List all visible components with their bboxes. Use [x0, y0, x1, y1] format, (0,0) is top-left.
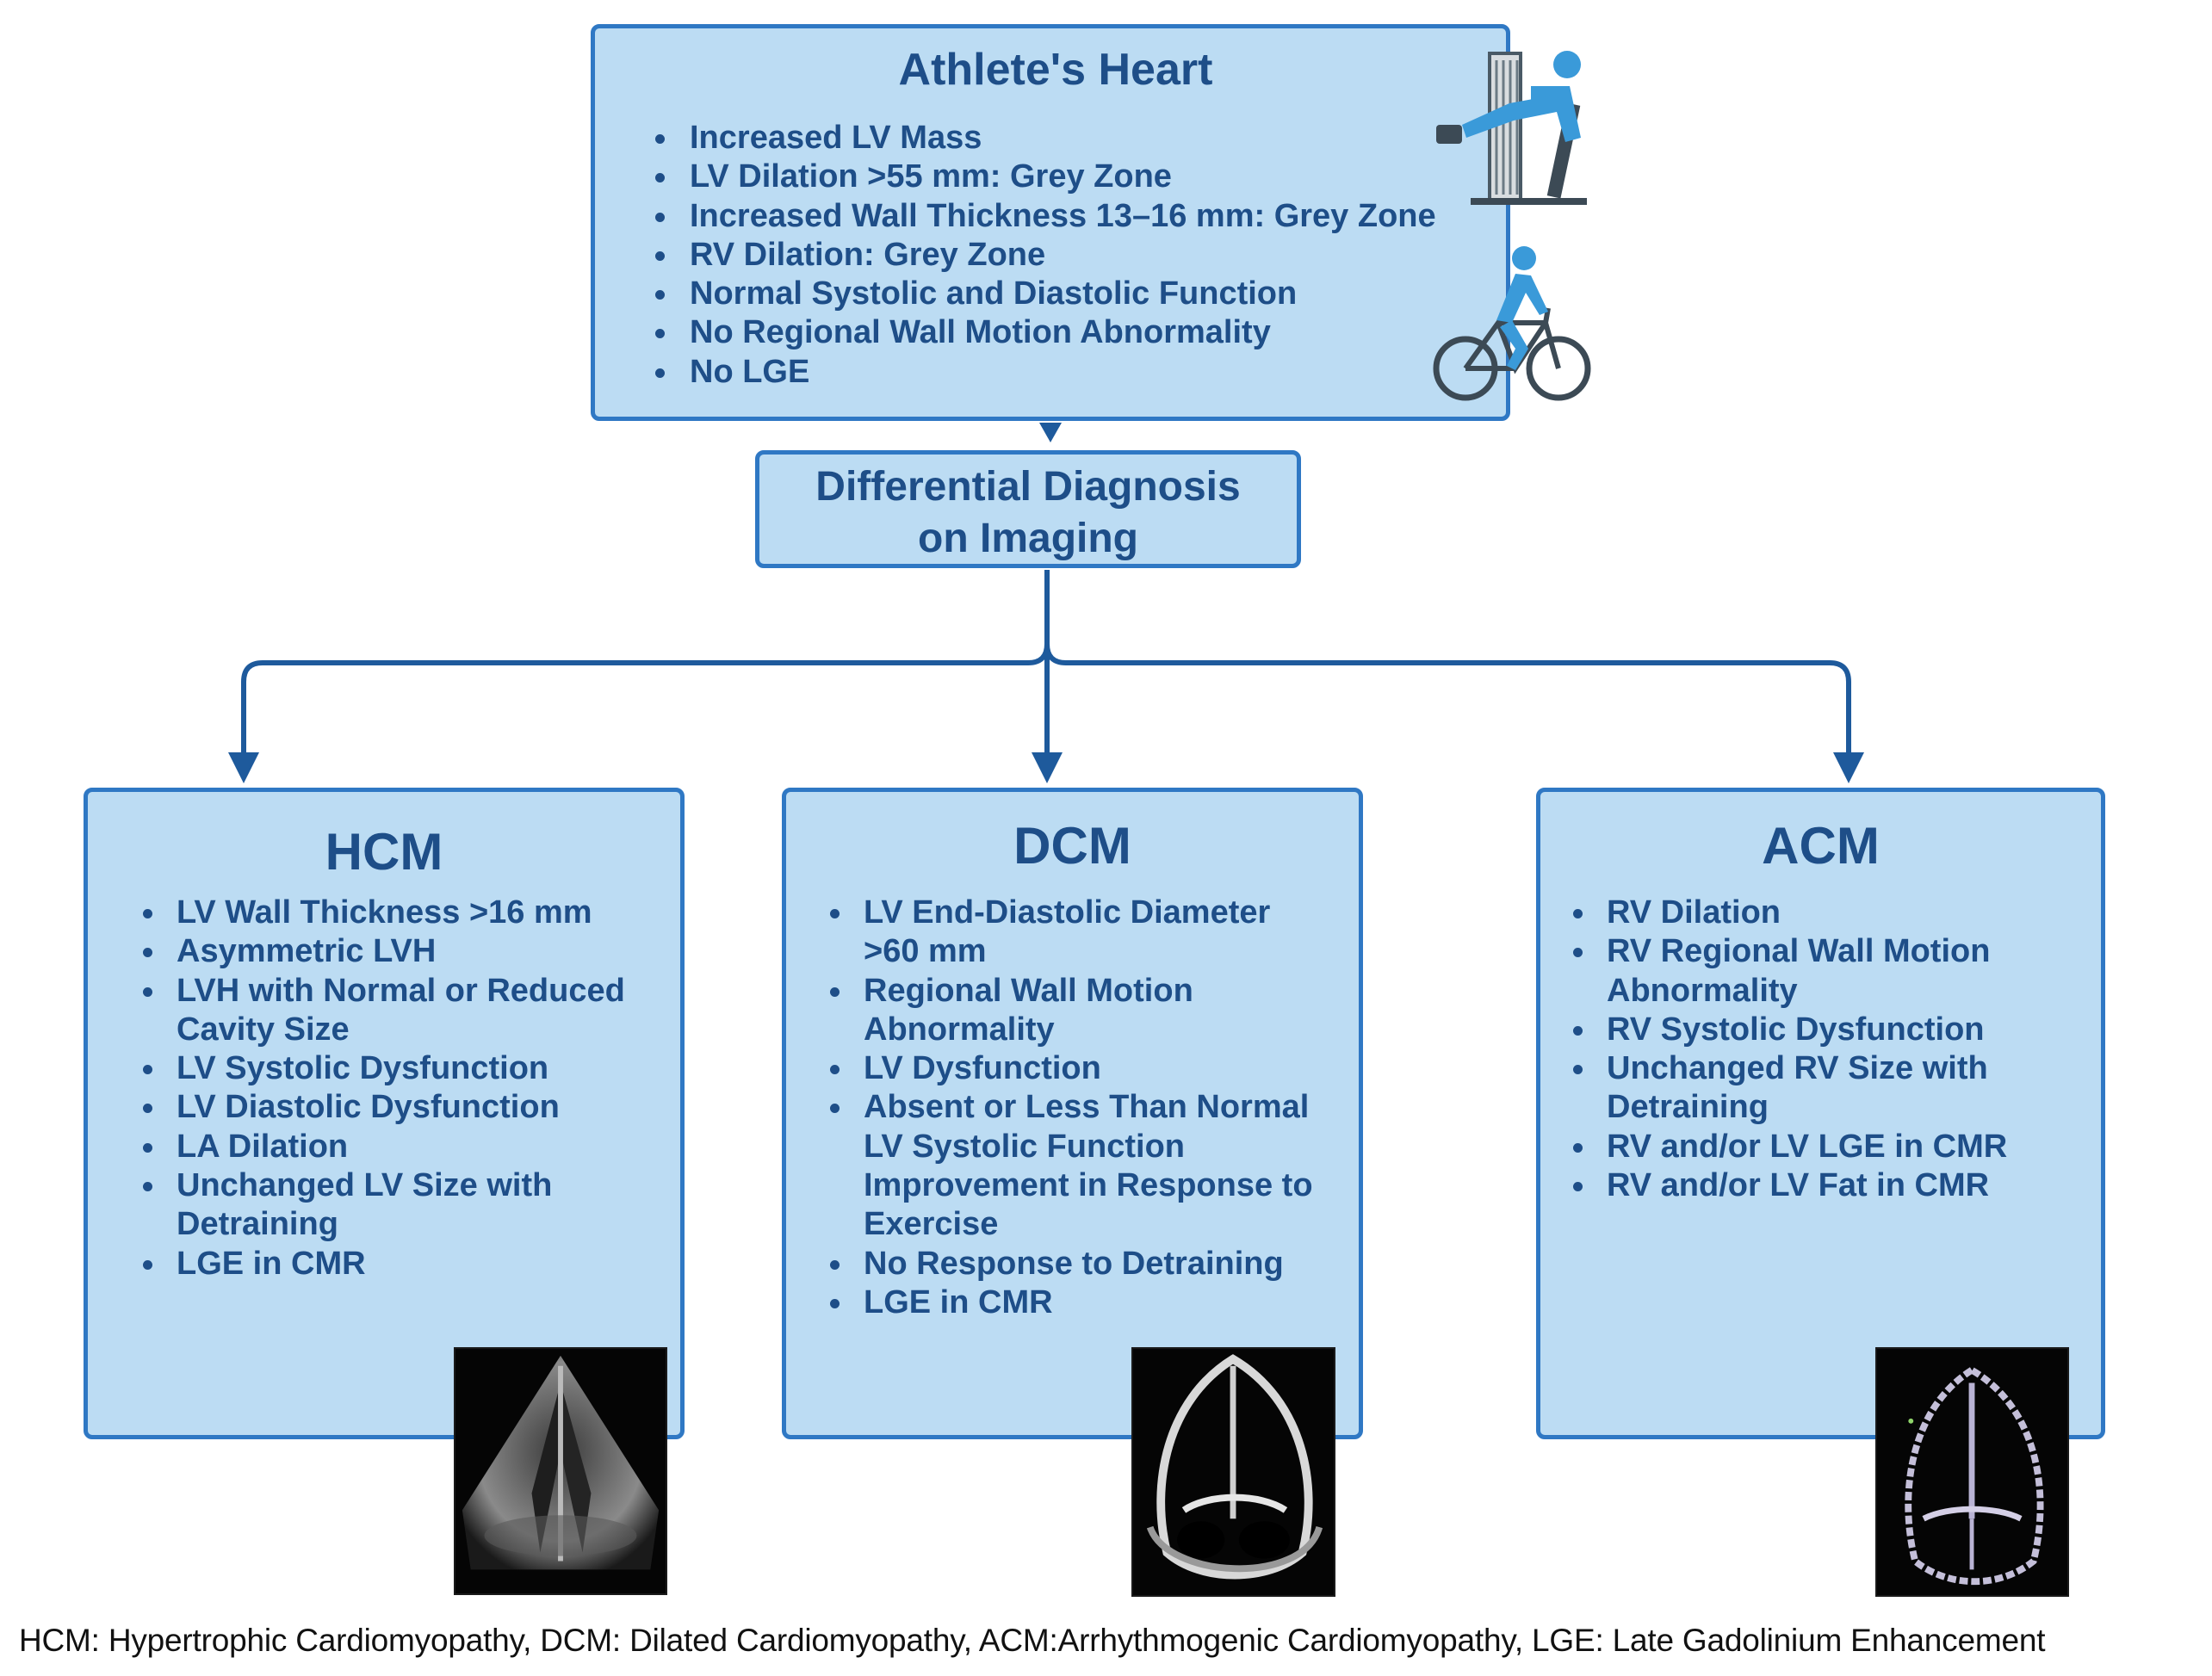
list-item: RV and/or LV LGE in CMR — [1572, 1128, 2007, 1166]
list-item-continuation: Exercise — [864, 1206, 999, 1243]
list-item: RV Regional Wall Motion — [1572, 932, 2007, 971]
list-item: LV Dilation >55 mm: Grey Zone — [655, 158, 1436, 196]
arrow-to-hcm — [228, 752, 259, 783]
list-item: No LGE — [655, 353, 1436, 392]
list-item: LVH with Normal or Reduced — [143, 972, 625, 1011]
acm-title: ACM — [1762, 817, 1880, 875]
arrow-athlete-to-differential — [1039, 423, 1062, 442]
hcm-echocardiogram-image — [454, 1347, 667, 1595]
cyclist-icon — [1433, 246, 1591, 401]
list-item: No Regional Wall Motion Abnormality — [655, 313, 1436, 352]
hcm-list: LV Wall Thickness >16 mm Asymmetric LVH … — [143, 894, 625, 1283]
list-item: LV Wall Thickness >16 mm — [143, 894, 625, 932]
differential-diagnosis-title: Differential Diagnosis on Imaging — [759, 461, 1297, 565]
list-item: Unchanged RV Size with — [1572, 1049, 2007, 1088]
list-item: RV Systolic Dysfunction — [1572, 1011, 2007, 1049]
list-item-continuation: Detraining — [1607, 1089, 1769, 1126]
list-item: Unchanged LV Size with — [143, 1166, 625, 1205]
list-item-continuation: Abnormality — [864, 1011, 1055, 1048]
list-item: RV Dilation — [1572, 894, 2007, 932]
hcm-box: HCM LV Wall Thickness >16 mm Asymmetric … — [84, 788, 685, 1439]
list-item: Increased Wall Thickness 13–16 mm: Grey … — [655, 197, 1436, 236]
list-item: LV Systolic Dysfunction — [143, 1049, 625, 1088]
hcm-title: HCM — [325, 823, 443, 881]
athletes-heart-list: Increased LV Mass LV Dilation >55 mm: Gr… — [655, 119, 1436, 392]
arrow-to-dcm — [1032, 752, 1063, 783]
list-item-continuation: Cavity Size — [177, 1011, 350, 1048]
list-item: Absent or Less Than Normal — [830, 1088, 1313, 1127]
list-item: LA Dilation — [143, 1128, 625, 1166]
differential-title-line2: on Imaging — [918, 516, 1138, 561]
list-item: LV Dysfunction — [830, 1049, 1313, 1088]
dcm-box: DCM LV End-Diastolic Diameter >60 mm Reg… — [782, 788, 1363, 1439]
arrow-to-acm — [1833, 752, 1864, 783]
dcm-list: LV End-Diastolic Diameter >60 mm Regiona… — [830, 894, 1313, 1322]
list-item-continuation: Abnormality — [1607, 972, 1798, 1009]
acm-echocardiogram-image — [1875, 1347, 2069, 1597]
dcm-title: DCM — [1013, 817, 1131, 875]
list-item: RV and/or LV Fat in CMR — [1572, 1166, 2007, 1205]
list-item: Regional Wall Motion — [830, 972, 1313, 1011]
list-item-continuation: LV Systolic Function — [864, 1128, 1185, 1165]
connector-branch-right — [1044, 643, 1851, 758]
differential-diagnosis-box: Differential Diagnosis on Imaging — [755, 450, 1301, 568]
leg-press-machine-icon — [1436, 51, 1587, 205]
list-item: LV End-Diastolic Diameter — [830, 894, 1313, 932]
list-item: LGE in CMR — [143, 1245, 625, 1283]
list-item: Normal Systolic and Diastolic Function — [655, 275, 1436, 313]
acm-box: ACM RV Dilation RV Regional Wall Motion … — [1536, 788, 2105, 1439]
differential-title-line1: Differential Diagnosis — [815, 464, 1241, 510]
connector-branch-left — [241, 643, 1050, 758]
list-item: Asymmetric LVH — [143, 932, 625, 971]
list-item: Increased LV Mass — [655, 119, 1436, 158]
list-item: RV Dilation: Grey Zone — [655, 236, 1436, 275]
list-item-continuation: Detraining — [177, 1206, 338, 1243]
athletes-heart-title: Athlete's Heart — [898, 45, 1213, 95]
footnote-abbreviations: HCM: Hypertrophic Cardiomyopathy, DCM: D… — [19, 1623, 2046, 1658]
list-item: No Response to Detraining — [830, 1245, 1313, 1283]
list-item-continuation: >60 mm — [864, 933, 987, 970]
acm-list: RV Dilation RV Regional Wall Motion Abno… — [1572, 894, 2007, 1205]
list-item-continuation: Improvement in Response to — [864, 1167, 1313, 1204]
list-item: LV Diastolic Dysfunction — [143, 1088, 625, 1127]
list-item: LGE in CMR — [830, 1283, 1313, 1322]
athletes-heart-box: Athlete's Heart Increased LV Mass LV Dil… — [591, 24, 1510, 421]
dcm-echocardiogram-image — [1131, 1347, 1335, 1597]
